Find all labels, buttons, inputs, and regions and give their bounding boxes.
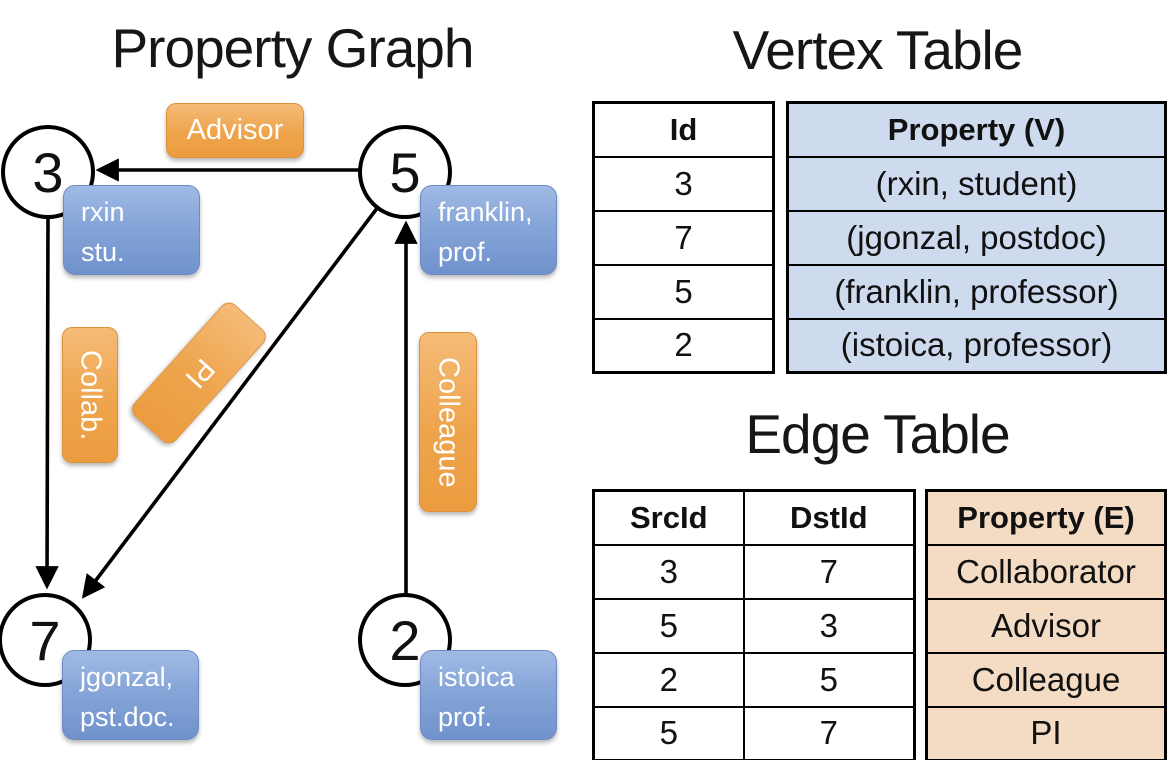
node-id-3: 3 [32,140,64,204]
table-row: Colleague [925,651,1167,708]
table-row: Property (V) [786,101,1167,158]
cell-id: 7 [592,209,775,266]
edge-label-advisor: Advisor [166,103,304,158]
vertex-label-jgonzal-line1: jgonzal, [80,662,174,692]
table-row: 7 [592,209,775,266]
table-row: (jgonzal, postdoc) [786,209,1167,266]
edge-table-title: Edge Table [745,403,1010,465]
cell-edge-property: Colleague [925,651,1167,708]
table-row: Property (E) [925,489,1167,546]
cell-srcid: 3 [592,543,745,600]
cell-dstid: 7 [742,705,916,760]
vertex-label-istoica: istoica prof. [420,650,557,740]
cell-id: 3 [592,155,775,212]
table-row: 5 [592,263,775,320]
edge-table: SrcId DstId 3 7 5 3 2 5 5 7 Property (E)… [592,489,1167,760]
cell-vertex-property: (franklin, professor) [786,263,1167,320]
table-row: (rxin, student) [786,155,1167,212]
cell-srcid: 2 [592,651,745,708]
edge-5-to-7 [81,205,380,599]
edge-table-id-columns: SrcId DstId 3 7 5 3 2 5 5 7 [592,489,916,760]
vertex-label-rxin: rxin stu. [63,185,200,275]
property-graph-title: Property Graph [111,17,474,79]
vertex-header-id: Id [592,101,775,158]
cell-vertex-property: (jgonzal, postdoc) [786,209,1167,266]
edge-header-srcid: SrcId [592,489,745,546]
table-row: Collaborator [925,543,1167,600]
cell-dstid: 3 [742,597,916,654]
table-row: 3 7 [592,543,916,600]
vertex-label-franklin-line2: prof. [438,237,493,267]
vertex-table-title: Vertex Table [732,19,1024,81]
table-row: SrcId DstId [592,489,916,546]
cell-edge-property: Advisor [925,597,1167,654]
vertex-header-property: Property (V) [786,101,1167,158]
table-row: 2 [592,317,775,374]
vertex-label-istoica-line1: istoica [438,662,515,692]
edge-header-property: Property (E) [925,489,1167,546]
cell-edge-property: Collaborator [925,543,1167,600]
vertex-table-property-column: Property (V) (rxin, student) (jgonzal, p… [786,101,1167,374]
vertex-table: Id 3 7 5 2 Property (V) (rxin, student) … [592,101,1167,374]
edge-header-dstid: DstId [742,489,916,546]
table-row: Id [592,101,775,158]
edge-label-colleague-text: Colleague [432,356,465,488]
node-id-7: 7 [29,608,61,672]
edge-3-to-7 [35,215,59,590]
cell-edge-property: PI [925,705,1167,760]
table-row: 5 7 [592,705,916,760]
vertex-table-id-column: Id 3 7 5 2 [592,101,775,374]
vertex-label-rxin-line1: rxin [81,197,125,227]
edge-label-collab: Collab. [62,327,118,463]
edge-label-collab-text: Collab. [74,349,107,441]
table-row: PI [925,705,1167,760]
edge-label-colleague: Colleague [419,332,477,512]
node-id-5: 5 [389,140,421,204]
cell-srcid: 5 [592,597,745,654]
table-row: 3 [592,155,775,212]
cell-srcid: 5 [592,705,745,760]
vertex-label-jgonzal: jgonzal, pst.doc. [62,650,199,740]
vertex-label-rxin-line2: stu. [81,237,125,267]
table-row: 2 5 [592,651,916,708]
vertex-label-jgonzal-line2: pst.doc. [80,702,175,732]
edge-table-property-column: Property (E) Collaborator Advisor Collea… [925,489,1167,760]
cell-dstid: 7 [742,543,916,600]
cell-id: 5 [592,263,775,320]
table-row: (istoica, professor) [786,317,1167,374]
cell-vertex-property: (rxin, student) [786,155,1167,212]
vertex-label-franklin-line1: franklin, [438,197,533,227]
cell-vertex-property: (istoica, professor) [786,317,1167,374]
node-id-2: 2 [389,608,421,672]
edge-label-advisor-text: Advisor [186,114,284,146]
table-row: (franklin, professor) [786,263,1167,320]
cell-dstid: 5 [742,651,916,708]
edge-label-pi-text: PI [178,352,221,395]
table-row: Advisor [925,597,1167,654]
table-row: 5 3 [592,597,916,654]
vertex-label-istoica-line2: prof. [438,702,493,732]
vertex-label-franklin: franklin, prof. [420,185,557,275]
cell-id: 2 [592,317,775,374]
